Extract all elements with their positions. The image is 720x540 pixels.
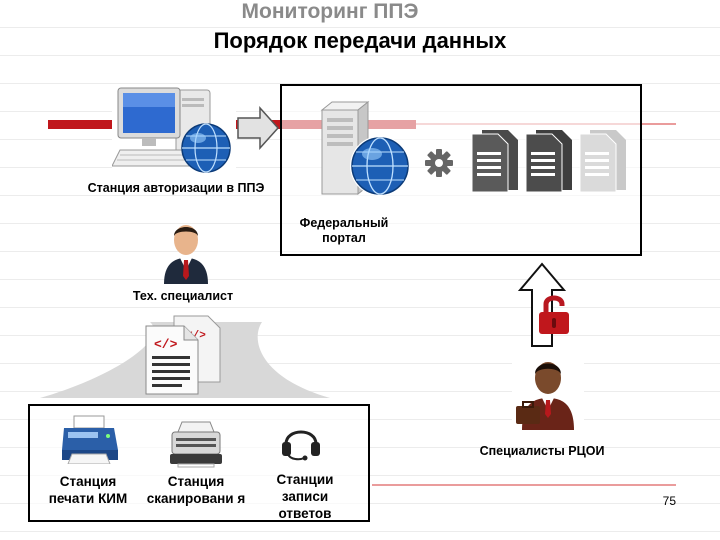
person-tie-icon [164, 225, 208, 284]
red-band-left [48, 120, 136, 129]
code-documents-icon: </> </> [145, 315, 221, 395]
computer-globe-icon [112, 84, 236, 180]
open-lock-icon [539, 295, 569, 334]
gear-icon [425, 149, 453, 177]
page-number: 75 [662, 494, 676, 508]
print-station-label: Станция печати КИМ [48, 474, 128, 506]
document-1-icon [471, 130, 518, 192]
person-briefcase-icon [512, 348, 584, 430]
federal-portal-label: Федеральный портал [299, 216, 389, 245]
documents-icon [471, 130, 626, 192]
scan-station-label: Станция сканировани я [146, 474, 246, 506]
server-globe-icon [320, 100, 410, 196]
document-3-icon [579, 130, 626, 192]
tech-specialist-label: Тех. специалист [132, 289, 234, 303]
document-2-icon [525, 130, 572, 192]
rcoi-specialists-label: Специалисты РЦОИ [479, 444, 605, 458]
page-title: Мониторинг ППЭ [241, 0, 419, 23]
printer-icon [62, 415, 118, 464]
auth-station-label: Станция авторизации в ППЭ [87, 181, 265, 195]
page-subtitle: Порядок передачи данных [213, 28, 507, 53]
svg-text:</>: </> [154, 337, 178, 352]
arrow-up-icon [518, 262, 566, 347]
arrow-right-icon [237, 106, 280, 150]
headset-icon [282, 430, 320, 461]
record-station-label: Станции записи ответов [276, 472, 334, 521]
scanner-icon [170, 421, 222, 468]
